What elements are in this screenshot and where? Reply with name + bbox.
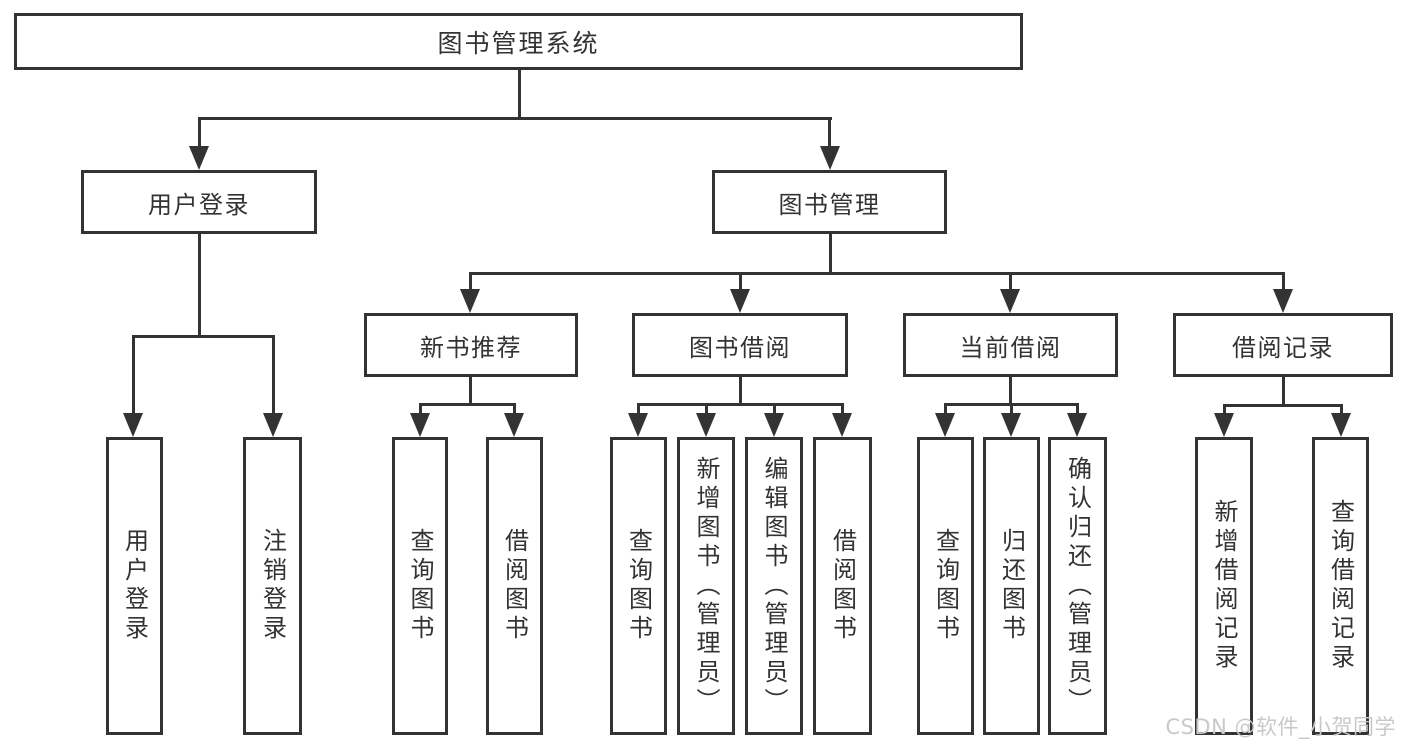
connector-hline — [198, 117, 832, 120]
connector-vline — [518, 69, 521, 118]
arrowhead-down-icon — [1000, 289, 1020, 313]
arrowhead-down-icon — [1001, 413, 1021, 437]
connector-hline — [419, 403, 516, 406]
node-book-borrow: 图书借阅 — [632, 313, 848, 377]
leaf-return-book-label: 归还图书 — [997, 528, 1026, 644]
connector-vline — [944, 404, 947, 414]
connector-vline — [272, 336, 275, 414]
leaf-borrow-book-recommend: 借阅图书 — [486, 437, 543, 735]
arrowhead-down-icon — [1067, 413, 1087, 437]
connector-vline — [1282, 273, 1285, 291]
connector-hline — [132, 335, 275, 338]
leaf-query-book-current-label: 查询图书 — [931, 528, 960, 644]
leaf-user-login-label: 用户登录 — [120, 528, 149, 644]
leaf-confirm-return-admin-label: 确认归还（管理员） — [1063, 455, 1092, 717]
arrowhead-down-icon — [504, 413, 524, 437]
leaf-borrow-book: 借阅图书 — [813, 437, 872, 735]
leaf-query-book-recommend: 查询图书 — [392, 437, 448, 735]
node-borrow-record-label: 借阅记录 — [1232, 333, 1334, 362]
connector-vline — [469, 377, 472, 405]
node-new-book-recommend-label: 新书推荐 — [420, 333, 522, 362]
node-root: 图书管理系统 — [14, 13, 1023, 70]
leaf-edit-book-admin: 编辑图书（管理员） — [745, 437, 803, 735]
connector-hline — [1223, 404, 1343, 407]
leaf-logout-label: 注销登录 — [258, 528, 287, 644]
leaf-query-book-borrow-label: 查询图书 — [624, 528, 653, 644]
node-current-borrow: 当前借阅 — [903, 313, 1118, 377]
leaf-add-borrow-record: 新增借阅记录 — [1195, 437, 1253, 735]
node-root-label: 图书管理系统 — [437, 28, 600, 58]
connector-vline — [469, 273, 472, 291]
node-current-borrow-label: 当前借阅 — [959, 333, 1062, 362]
leaf-query-book-recommend-label: 查询图书 — [406, 528, 434, 644]
leaf-borrow-book-recommend-label: 借阅图书 — [500, 528, 529, 644]
connector-vline — [828, 118, 831, 147]
leaf-user-login: 用户登录 — [106, 437, 163, 735]
connector-vline — [1076, 404, 1079, 414]
arrowhead-down-icon — [460, 289, 480, 313]
connector-vline — [829, 234, 832, 274]
arrowhead-down-icon — [1331, 413, 1351, 437]
connector-vline — [132, 336, 135, 414]
connector-vline — [1009, 377, 1012, 405]
leaf-logout: 注销登录 — [243, 437, 302, 735]
arrowhead-down-icon — [123, 413, 143, 437]
arrowhead-down-icon — [1214, 413, 1234, 437]
connector-hline — [469, 272, 1285, 275]
arrowhead-down-icon — [935, 413, 955, 437]
connector-vline — [705, 404, 708, 414]
connector-vline — [198, 233, 201, 337]
connector-vline — [739, 377, 742, 405]
connector-vline — [198, 118, 201, 147]
arrowhead-down-icon — [730, 289, 750, 313]
connector-vline — [1282, 377, 1285, 406]
connector-vline — [637, 404, 640, 414]
node-book-borrow-label: 图书借阅 — [689, 333, 791, 362]
leaf-borrow-book-label: 借阅图书 — [828, 528, 857, 644]
connector-vline — [1340, 405, 1343, 414]
node-new-book-recommend: 新书推荐 — [364, 313, 578, 377]
leaf-confirm-return-admin: 确认归还（管理员） — [1048, 437, 1107, 735]
leaf-query-borrow-record: 查询借阅记录 — [1312, 437, 1369, 735]
node-user-login: 用户登录 — [81, 170, 317, 234]
arrowhead-down-icon — [832, 413, 852, 437]
connector-vline — [773, 404, 776, 414]
connector-vline — [1010, 404, 1013, 414]
watermark-text: CSDN @软件_小贺同学 — [1165, 715, 1396, 739]
node-borrow-record: 借阅记录 — [1173, 313, 1393, 377]
leaf-add-borrow-record-label: 新增借阅记录 — [1210, 499, 1238, 673]
arrowhead-down-icon — [764, 413, 784, 437]
connector-vline — [513, 404, 516, 414]
arrowhead-down-icon — [410, 413, 430, 437]
leaf-query-book-current: 查询图书 — [917, 437, 974, 735]
connector-vline — [419, 404, 422, 414]
leaf-edit-book-admin-label: 编辑图书（管理员） — [760, 455, 788, 717]
leaf-add-book-admin: 新增图书（管理员） — [677, 437, 735, 735]
arrowhead-down-icon — [189, 146, 209, 170]
leaf-query-borrow-record-label: 查询借阅记录 — [1326, 499, 1355, 673]
connector-vline — [1223, 405, 1226, 414]
connector-hline — [637, 403, 844, 406]
leaf-return-book: 归还图书 — [983, 437, 1040, 735]
connector-vline — [739, 273, 742, 291]
arrowhead-down-icon — [263, 413, 283, 437]
leaf-query-book-borrow: 查询图书 — [610, 437, 667, 735]
connector-vline — [841, 404, 844, 414]
arrowhead-down-icon — [820, 146, 840, 170]
arrowhead-down-icon — [1273, 289, 1293, 313]
leaf-add-book-admin-label: 新增图书（管理员） — [692, 455, 720, 717]
connector-vline — [1009, 273, 1012, 291]
node-user-login-label: 用户登录 — [148, 190, 250, 219]
node-book-management-label: 图书管理 — [778, 190, 881, 219]
arrowhead-down-icon — [696, 413, 716, 437]
node-book-management: 图书管理 — [712, 170, 947, 234]
arrowhead-down-icon — [628, 413, 648, 437]
